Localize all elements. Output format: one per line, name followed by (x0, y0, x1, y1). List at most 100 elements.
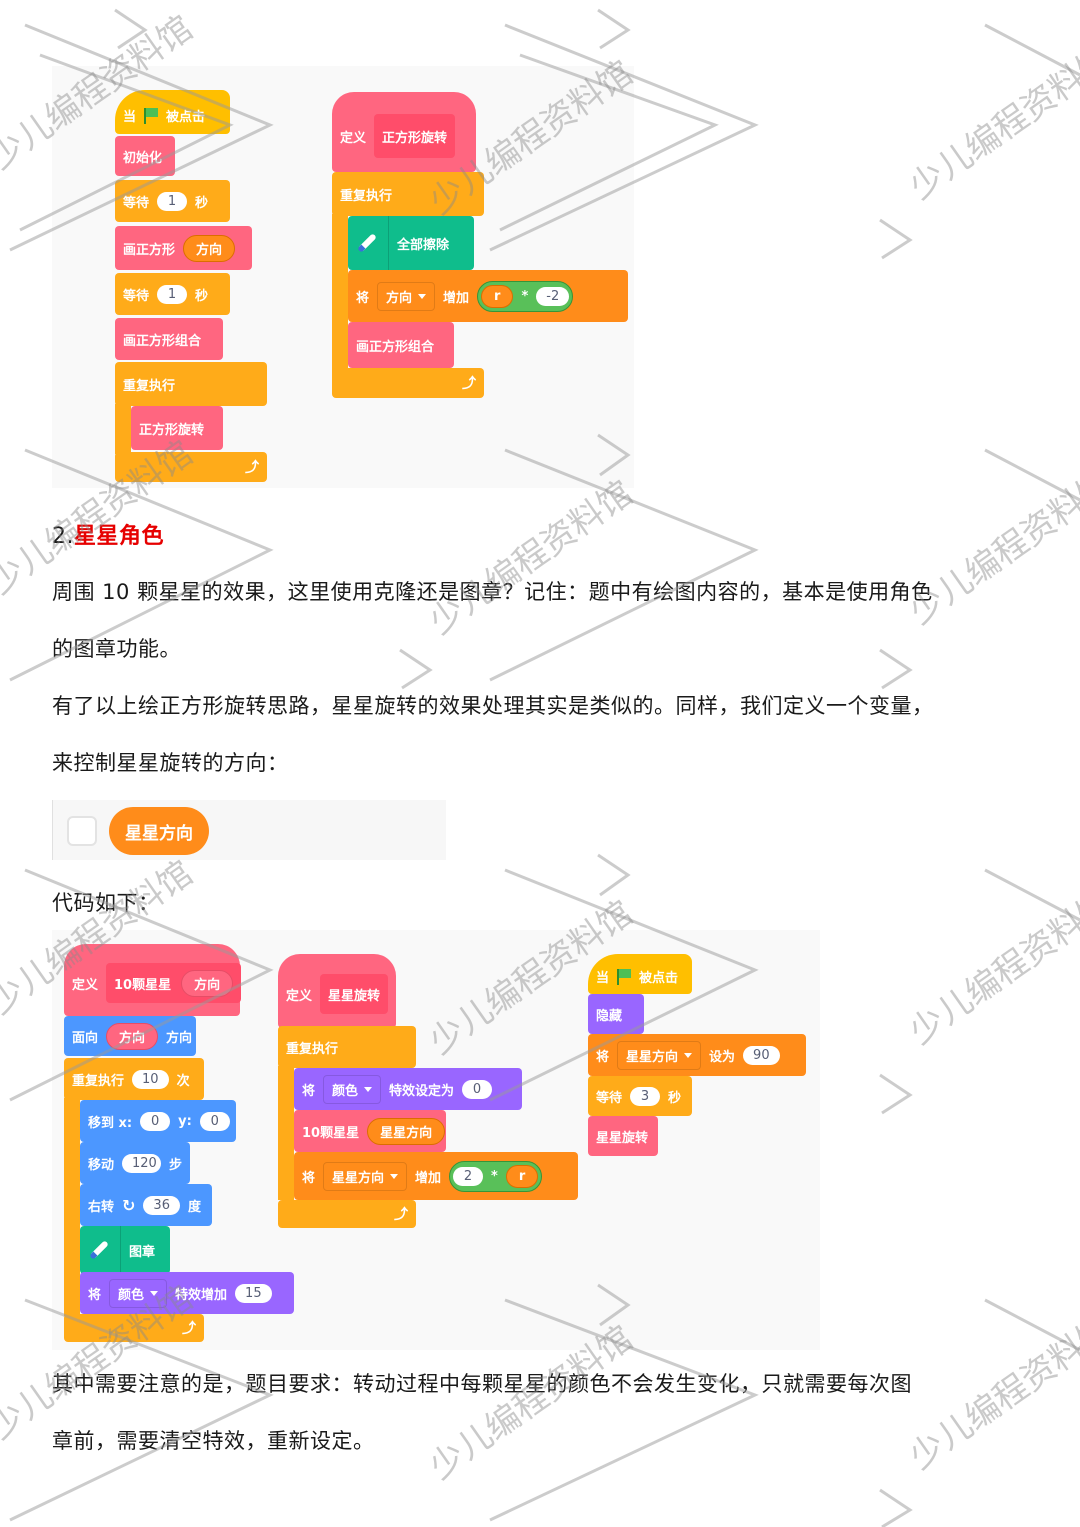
chevron-down-icon (150, 1290, 159, 1296)
multiplier-input[interactable]: -2 (536, 286, 570, 306)
degrees-input[interactable]: 36 (143, 1195, 180, 1215)
paragraph-2-line-2: 来控制星星旋转的方向： (52, 751, 289, 775)
forever-block-footer: ⤴ (115, 452, 267, 482)
point-in-direction-block[interactable]: 面向 方向 方向 (64, 1016, 196, 1056)
draw-square-group-block[interactable]: 画正方形组合 (115, 318, 223, 360)
hide-block[interactable]: 隐藏 (588, 994, 644, 1034)
loop-arrow-icon: ⤴ (462, 376, 476, 392)
svg-text:少儿编程资料馆: 少儿编程资料馆 (902, 38, 1080, 207)
svg-text:少儿编程资料馆: 少儿编程资料馆 (422, 473, 640, 642)
wait-seconds-input[interactable]: 3 (630, 1086, 661, 1106)
chevron-down-icon (390, 1173, 399, 1179)
define-square-rotate-block[interactable]: 定义 正方形旋转 (332, 92, 476, 172)
loop-arrow-icon: ⤴ (245, 460, 259, 476)
y-input[interactable]: 0 (199, 1111, 230, 1131)
repeat-count-input[interactable]: 10 (132, 1069, 169, 1089)
repeat-arm (64, 1098, 80, 1316)
chevron-down-icon (418, 293, 427, 299)
svg-text:少儿编程资料馆: 少儿编程资料馆 (902, 463, 1080, 632)
effect-dropdown[interactable]: 颜色 (323, 1074, 382, 1104)
forever-block-arm (115, 404, 131, 454)
define-star-rotate-block[interactable]: 定义 星星旋转 (278, 954, 396, 1028)
set-value-input[interactable]: 90 (743, 1045, 780, 1065)
proc-prototype: 星星旋转 (320, 974, 389, 1014)
svg-text:少儿编程资料馆: 少儿编程资料馆 (902, 1308, 1080, 1477)
proc-name-prototype: 正方形旋转 (374, 114, 456, 158)
paragraph-2-line-1: 有了以上绘正方形旋转思路，星星旋转的效果处理其实是类似的。同样，我们定义一个变量… (52, 694, 934, 718)
paragraph-1-line-2: 的图章功能。 (52, 637, 181, 661)
move-steps-block[interactable]: 移动 120 步 (80, 1142, 190, 1184)
code-intro-text: 代码如下： (52, 891, 160, 915)
pen-icon (357, 233, 377, 253)
goto-xy-block[interactable]: 移到 x: 0 y: 0 (80, 1100, 236, 1142)
wait-seconds-input-2[interactable]: 1 (157, 284, 188, 304)
effect-value-input[interactable]: 0 (462, 1079, 493, 1099)
star-direction-reporter[interactable]: 星星方向 (367, 1117, 446, 1145)
set-star-direction-block[interactable]: 将 星星方向 设为 90 (588, 1034, 806, 1076)
steps-input[interactable]: 120 (122, 1153, 161, 1173)
define-ten-stars-block[interactable]: 定义 10颗星星 方向 (64, 944, 242, 1016)
stamp-block[interactable]: 图章 (80, 1226, 170, 1274)
square-rotate-call-block[interactable]: 正方形旋转 (131, 406, 223, 450)
paragraph-3-line-1: 其中需要注意的是，题目要求：转动过程中每颗星星的颜色不会发生变化，只就需要每次图 (52, 1372, 912, 1396)
direction-param[interactable]: 方向 (183, 234, 236, 262)
r-variable[interactable]: r (505, 1164, 539, 1188)
set-effect-block[interactable]: 将 颜色 特效设定为 0 (294, 1068, 522, 1110)
repeat-block[interactable]: 重复执行 10 次 (64, 1058, 204, 1100)
pen-icon (89, 1240, 109, 1260)
turn-right-block[interactable]: 右转 ↻ 36 度 (80, 1184, 212, 1226)
code-panel-1: 当 被点击 初始化 等待 1 秒 画正方形 方向 等待 1 秒 画正方形组合 重… (52, 66, 634, 488)
paragraph-1-line-1: 周围 10 颗星星的效果，这里使用克隆还是图章？记住：题中有绘图内容的，基本是使… (52, 580, 933, 604)
init-block[interactable]: 初始化 (115, 136, 175, 176)
when-flag-clicked-block[interactable]: 当 被点击 (588, 954, 692, 994)
rotate-clockwise-icon: ↻ (122, 1195, 136, 1215)
star-rotate-call-block[interactable]: 星星旋转 (588, 1116, 658, 1156)
svg-text:少儿编程资料馆: 少儿编程资料馆 (902, 883, 1080, 1052)
draw-square-group-call[interactable]: 画正方形组合 (348, 322, 454, 368)
variable-reporter[interactable]: 星星方向 (109, 807, 209, 855)
forever-footer-define: ⤴ (332, 368, 484, 398)
chevron-down-icon (364, 1086, 373, 1092)
direction-param[interactable]: 方向 (181, 969, 234, 997)
variable-dropdown[interactable]: 星星方向 (617, 1040, 702, 1070)
section-heading: 2.星星角色 (52, 524, 165, 549)
effect-dropdown[interactable]: 颜色 (109, 1278, 168, 1308)
effect-amount-input[interactable]: 15 (235, 1283, 272, 1303)
change-effect-block[interactable]: 将 颜色 特效增加 15 (80, 1272, 294, 1314)
pen-clear-block[interactable]: 全部擦除 (348, 216, 474, 270)
green-flag-icon (617, 969, 632, 985)
change-star-direction-block[interactable]: 将 星星方向 增加 2 * r (294, 1152, 578, 1200)
ten-stars-call-block[interactable]: 10颗星星 星星方向 (294, 1110, 446, 1152)
direction-arg[interactable]: 方向 (106, 1022, 159, 1050)
section-title: 星星角色 (74, 524, 165, 549)
forever-block-define[interactable]: 重复执行 (332, 172, 484, 216)
repeat-footer: ⤴ (64, 1314, 204, 1342)
change-direction-block[interactable]: 将 方向 增加 r * -2 (348, 270, 628, 322)
wait-seconds-input[interactable]: 1 (157, 191, 188, 211)
proc-prototype: 10颗星星 方向 (106, 963, 242, 1003)
wait-block-2[interactable]: 等待 1 秒 (115, 273, 230, 315)
r-variable[interactable]: r (481, 284, 514, 308)
multiply-operator-block[interactable]: 2 * r (449, 1160, 543, 1192)
forever-block[interactable]: 重复执行 (115, 362, 267, 406)
forever-footer-star: ⤴ (278, 1200, 416, 1228)
wait-block[interactable]: 等待 3 秒 (588, 1076, 692, 1116)
loop-arrow-icon: ⤴ (394, 1207, 408, 1223)
draw-square-block[interactable]: 画正方形 方向 (115, 226, 252, 270)
wait-block[interactable]: 等待 1 秒 (115, 180, 230, 222)
when-flag-clicked-block[interactable]: 当 被点击 (115, 90, 230, 134)
multiplier-input[interactable]: 2 (453, 1166, 484, 1186)
code-panel-2: 定义 10颗星星 方向 面向 方向 方向 重复执行 10 次 移到 x: 0 y… (52, 930, 820, 1350)
green-flag-icon (144, 108, 159, 124)
variable-dropdown[interactable]: 星星方向 (323, 1161, 408, 1191)
forever-arm-star (278, 1066, 294, 1200)
forever-arm-define (332, 214, 348, 374)
loop-arrow-icon: ⤴ (182, 1321, 196, 1337)
variable-checkbox[interactable] (67, 816, 97, 846)
variable-dropdown[interactable]: 方向 (377, 281, 436, 311)
multiply-operator-block[interactable]: r * -2 (477, 280, 574, 312)
chevron-down-icon (684, 1052, 693, 1058)
paragraph-3-line-2: 章前，需要清空特效，重新设定。 (52, 1429, 375, 1453)
x-input[interactable]: 0 (140, 1111, 171, 1131)
forever-block-star[interactable]: 重复执行 (278, 1026, 416, 1068)
